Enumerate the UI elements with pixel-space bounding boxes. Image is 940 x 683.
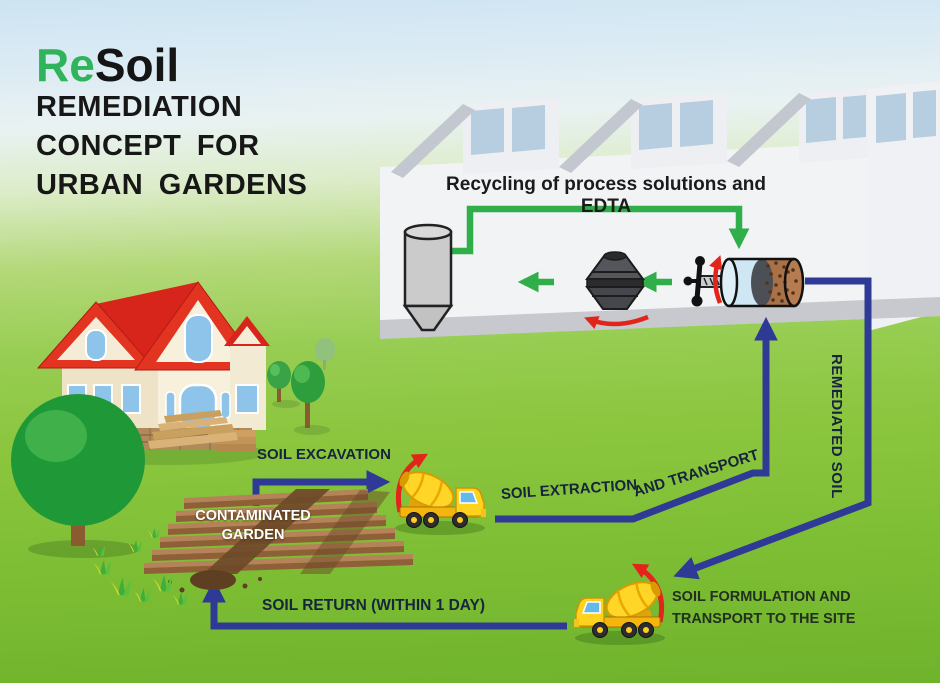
silo-icon	[402, 223, 454, 332]
tree-icon	[267, 338, 335, 435]
label-soil-formulation-line2: TRANSPORT TO THE SITE	[672, 610, 856, 627]
label-soil-excavation: SOIL EXCAVATION	[257, 446, 391, 463]
title-line-2: CONCEPT FOR	[36, 129, 260, 162]
label-soil-return: SOIL RETURN (WITHIN 1 DAY)	[262, 597, 486, 614]
page-title: ReSoil REMEDIATION CONCEPT FOR URBAN GAR…	[36, 42, 307, 205]
rotation-arrow-icon	[584, 314, 649, 330]
label-garden: GARDEN	[221, 526, 285, 543]
rotation-arrow-icon	[709, 255, 723, 304]
soil-extraction-arrow	[495, 316, 778, 523]
garden-path	[203, 489, 330, 574]
garden-path	[300, 490, 390, 574]
garden-beds-icon	[144, 489, 413, 593]
brand-logo: ReSoil	[36, 42, 307, 88]
soil-return-arrow	[202, 578, 567, 630]
lumber-stack-icon	[148, 410, 238, 449]
bicone-mixer-icon	[584, 251, 649, 330]
tree-icon	[11, 394, 145, 558]
recycle-loop-arrow	[452, 205, 750, 293]
brand-soil: Soil	[94, 39, 180, 91]
title-line-3: URBAN GARDENS	[36, 168, 308, 201]
truck-soil-extraction	[394, 456, 486, 535]
label-remediated-soil: REMEDIATED SOIL	[828, 354, 845, 499]
remediated-soil-arrow	[673, 277, 872, 580]
label-contaminated-garden: CONTAMINATED GARDEN	[177, 507, 329, 545]
recycling-caption: Recycling of process solutions and EDTA	[446, 174, 766, 217]
brand-re: Re	[36, 39, 95, 91]
label-soil-formulation-line1: SOIL FORMULATION AND	[672, 589, 851, 605]
label-soil-formulation: SOIL FORMULATION AND TRANSPORT TO THE SI…	[672, 587, 855, 631]
soil-washing-drum-icon	[683, 255, 805, 308]
truck-soil-return	[574, 566, 666, 645]
label-contaminated: CONTAMINATED	[195, 508, 311, 524]
title-line-1: REMEDIATION	[36, 91, 243, 123]
